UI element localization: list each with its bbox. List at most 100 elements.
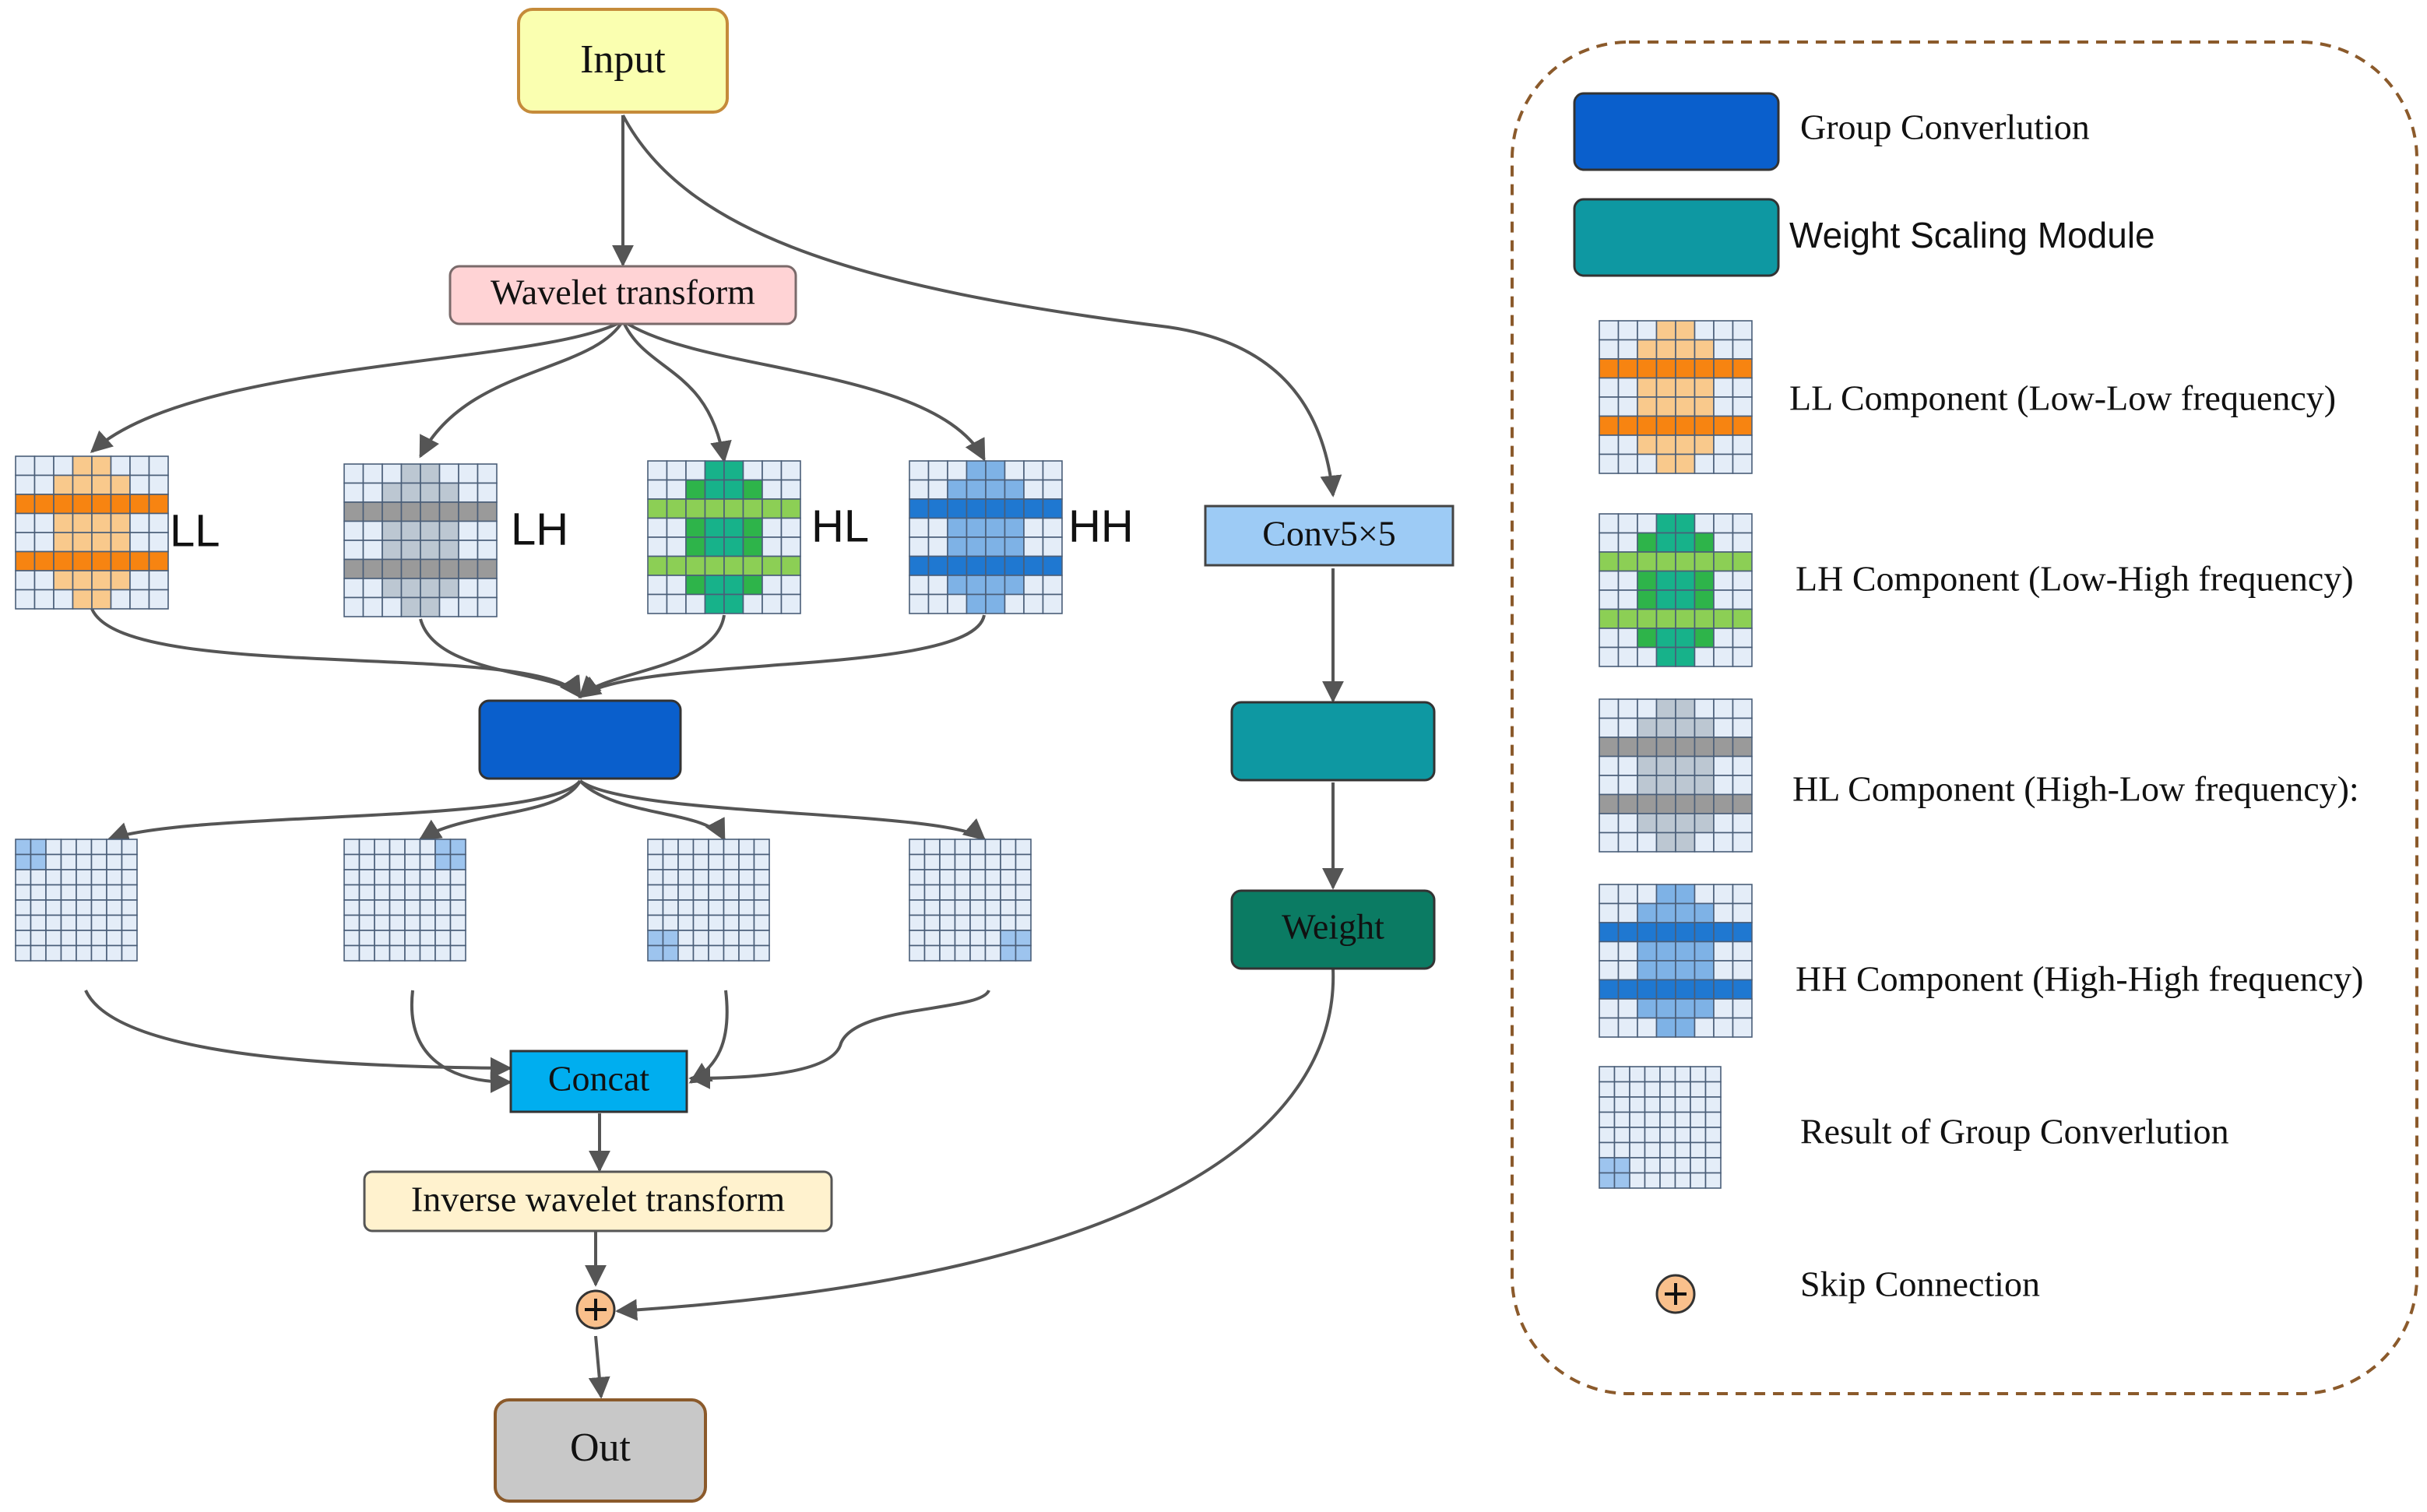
grid-cell — [1613, 1096, 1630, 1113]
grid-cell — [685, 479, 706, 500]
grid-cell — [449, 899, 466, 916]
grid-cell — [966, 555, 987, 576]
grid-cell — [780, 593, 801, 614]
grid-cell — [753, 869, 770, 886]
grid-cell — [1713, 737, 1734, 758]
grid-cell — [1655, 434, 1676, 455]
grid-cell — [382, 501, 403, 522]
grid-cell — [738, 944, 755, 962]
grid-cell — [400, 596, 421, 617]
grid-cell — [1655, 832, 1676, 853]
legend-item-skip: Skip Connection — [1655, 1264, 2040, 1314]
grid-cell — [1713, 755, 1734, 776]
grid-cell — [1655, 775, 1676, 796]
grid-cell — [1599, 793, 1620, 814]
grid-cell — [762, 555, 783, 576]
grid-cell — [662, 944, 679, 962]
grid-cell — [30, 869, 47, 886]
grid-cell — [704, 575, 725, 596]
grid-cell — [1637, 396, 1658, 417]
grid-cell — [1655, 884, 1676, 905]
grid-cell — [438, 540, 459, 561]
grid-cell — [1674, 1141, 1691, 1159]
grid-cell — [1655, 941, 1676, 962]
grid-cell — [53, 550, 74, 571]
grid-cell — [72, 589, 93, 610]
weight-scaling-node — [1230, 701, 1436, 782]
grid-cell — [985, 555, 1006, 576]
grid-cell — [909, 914, 926, 931]
grid-cell — [723, 593, 744, 614]
arrow-wavelet-to-ll — [90, 319, 624, 453]
grid-cell — [780, 575, 801, 596]
grid-cell — [780, 498, 801, 519]
grid-cell — [382, 596, 403, 617]
grid-cell — [647, 498, 668, 519]
grid-cell — [1655, 717, 1676, 738]
grid-cell — [742, 575, 763, 596]
arrow-skip-to-out — [588, 1335, 610, 1399]
grid-cell — [1637, 513, 1658, 534]
grid-cell — [1694, 513, 1715, 534]
grid-cell — [110, 589, 131, 610]
grid-cell — [389, 884, 406, 901]
grid-cell — [1713, 608, 1734, 629]
grid-cell — [969, 869, 987, 886]
grid-cell — [1655, 998, 1676, 1019]
grid-cell — [1655, 589, 1676, 610]
grid-cell — [738, 884, 755, 901]
grid-cell — [400, 482, 421, 503]
grid-cell — [1675, 775, 1696, 796]
grid-cell — [704, 498, 725, 519]
grid-cell — [438, 578, 459, 599]
arrow-lh-to-group — [419, 618, 582, 699]
grid-cell — [1004, 498, 1025, 519]
grid-cell — [121, 930, 138, 947]
grid-cell — [343, 482, 364, 503]
grid-cell — [1655, 339, 1676, 360]
grid-cell — [362, 463, 383, 484]
grid-cell — [148, 550, 169, 571]
grid-cell — [1637, 902, 1658, 923]
grid-cell — [374, 853, 391, 870]
grid-cell — [1023, 479, 1044, 500]
grid-cell — [1629, 1096, 1646, 1113]
grid-cell — [438, 463, 459, 484]
grid-cell — [1732, 775, 1753, 796]
grid-cell — [45, 944, 62, 962]
grid-cell — [477, 558, 498, 579]
grid-cell — [91, 512, 112, 533]
grid-cell — [374, 930, 391, 947]
grid-cell — [909, 884, 926, 901]
hh-label: HH — [1068, 501, 1134, 551]
grid-cell — [666, 536, 687, 557]
result-grid-2 — [343, 839, 466, 962]
grid-cell — [33, 455, 55, 476]
grid-cell — [343, 578, 364, 599]
legend-swatch-result — [1599, 1066, 1722, 1189]
grid-cell — [1675, 513, 1696, 534]
grid-cell — [1599, 1017, 1620, 1038]
grid-cell — [30, 930, 47, 947]
grid-cell — [923, 869, 941, 886]
grid-cell — [1732, 922, 1753, 943]
grid-cell — [1023, 555, 1044, 576]
skip-connection-node — [575, 1289, 616, 1330]
grid-cell — [33, 570, 55, 591]
grid-cell — [110, 512, 131, 533]
grid-cell — [662, 899, 679, 916]
grid-cell — [647, 914, 664, 931]
grid-cell — [15, 512, 36, 533]
legend-label-weight-scaling: Weight Scaling Module — [1789, 215, 2155, 255]
grid-cell — [374, 899, 391, 916]
grid-cell — [909, 899, 926, 916]
grid-cell — [909, 575, 930, 596]
grid-cell — [723, 479, 744, 500]
grid-cell — [762, 479, 783, 500]
grid-cell — [1637, 941, 1658, 962]
grid-cell — [15, 550, 36, 571]
grid-cell — [1617, 979, 1638, 1000]
grid-cell — [969, 884, 987, 901]
grid-cell — [343, 558, 364, 579]
grid-cell — [358, 914, 375, 931]
